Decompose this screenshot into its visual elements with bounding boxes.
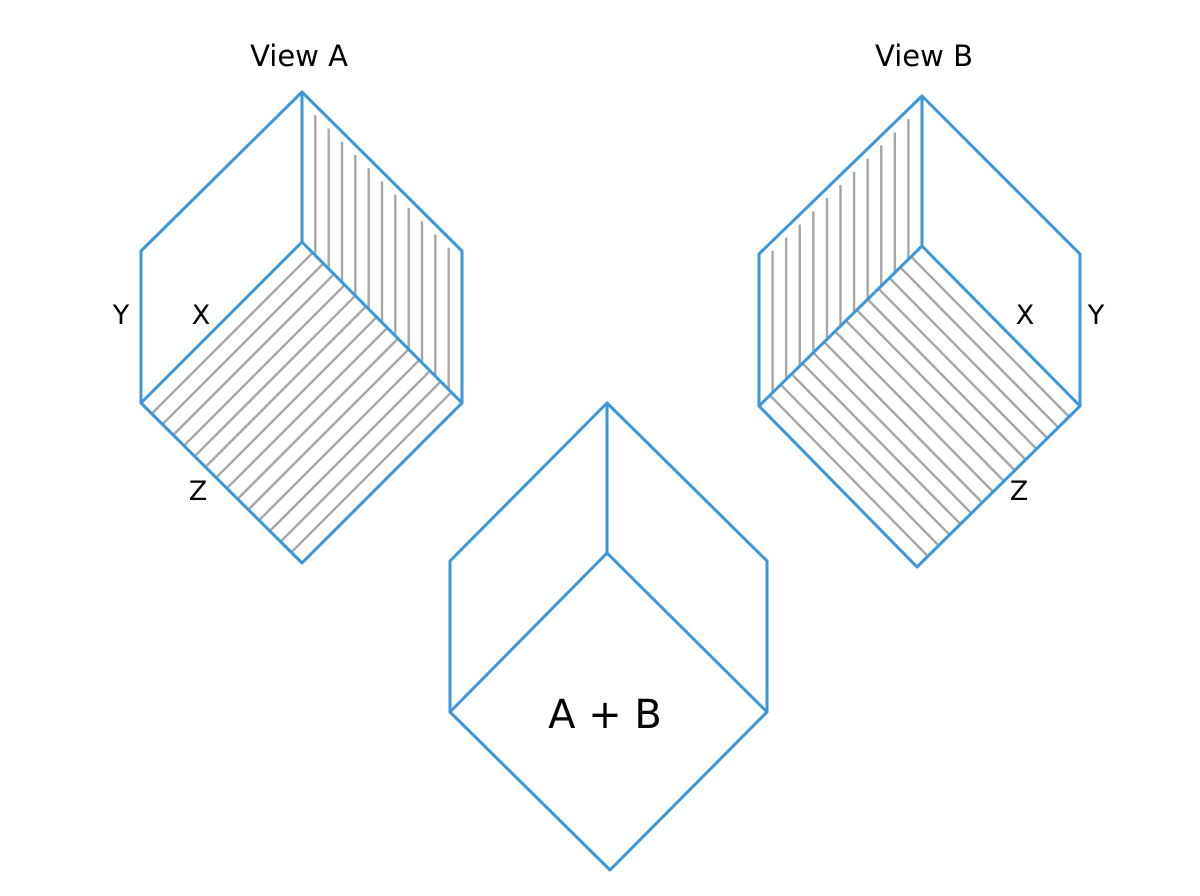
view-a-x-label: X <box>192 300 211 331</box>
combined-label: A + B <box>548 692 662 738</box>
view-b-hatch-line <box>779 383 940 547</box>
view-a-inner-edge-right <box>300 240 464 405</box>
view-a-z-label: Z <box>189 476 208 507</box>
view-a-hatch-line <box>161 262 325 426</box>
combined-outline <box>448 401 769 872</box>
view-b-hatch-line <box>801 362 962 525</box>
view-a-inner-edge-left <box>139 240 304 405</box>
view-b-y-label: Y <box>1087 300 1105 331</box>
combined-inner-edge-left <box>448 551 609 714</box>
view-a-hatch-line <box>279 380 442 543</box>
view-a-hatch-line <box>290 391 453 554</box>
view-b-hatch-line <box>855 309 1016 472</box>
view-a-hatch-line <box>215 316 378 479</box>
view-b-hatch-line <box>888 277 1049 440</box>
view-a-hatch-line <box>193 294 357 458</box>
combined-view: A + B <box>448 401 769 872</box>
view-b-z-label: Z <box>1010 476 1029 507</box>
view-b-hatch-line <box>769 394 929 558</box>
view-a-hatch-line <box>258 359 421 522</box>
view-a-outline <box>139 90 464 565</box>
view-a-hatch-line <box>150 251 314 415</box>
view-b-inner-edge-right <box>920 244 1082 408</box>
view-b-inner-edge-left <box>757 244 924 408</box>
view-b-hatch-line <box>910 255 1070 418</box>
view-a-hatch-line <box>268 369 431 532</box>
view-a-hatch-line <box>236 337 399 500</box>
view-b: View B X Y Z <box>757 39 1105 569</box>
view-b-hatch-line <box>823 341 984 504</box>
view-b-hatch-floor-face <box>769 255 1070 558</box>
view-a-title: View A <box>250 39 348 73</box>
view-a-hatch-line <box>172 273 335 436</box>
view-b-hatch-line <box>866 298 1027 461</box>
view-a-hatch-back-face <box>314 115 450 390</box>
view-b-hatch-back-face <box>771 119 910 393</box>
view-a-hatch-line <box>204 305 367 468</box>
combined-inner-edge-right <box>605 551 769 714</box>
view-a: View A Y X Z <box>112 39 464 565</box>
view-b-hatch-line <box>812 351 973 515</box>
view-b-hatch-line <box>790 373 951 536</box>
view-a-hatch-line <box>247 348 410 511</box>
view-b-x-label: X <box>1016 300 1035 331</box>
view-b-outline <box>757 94 1082 569</box>
view-b-hatch-line <box>877 287 1038 450</box>
view-b-hatch-line <box>834 330 994 493</box>
view-a-hatch-line <box>226 327 389 490</box>
view-a-hatch-floor-face <box>150 251 453 554</box>
view-a-y-label: Y <box>112 300 130 331</box>
view-b-title: View B <box>875 39 973 73</box>
view-b-hatch-line <box>845 319 1005 482</box>
view-b-hatch-line <box>899 266 1060 429</box>
view-a-hatch-line <box>183 284 346 447</box>
